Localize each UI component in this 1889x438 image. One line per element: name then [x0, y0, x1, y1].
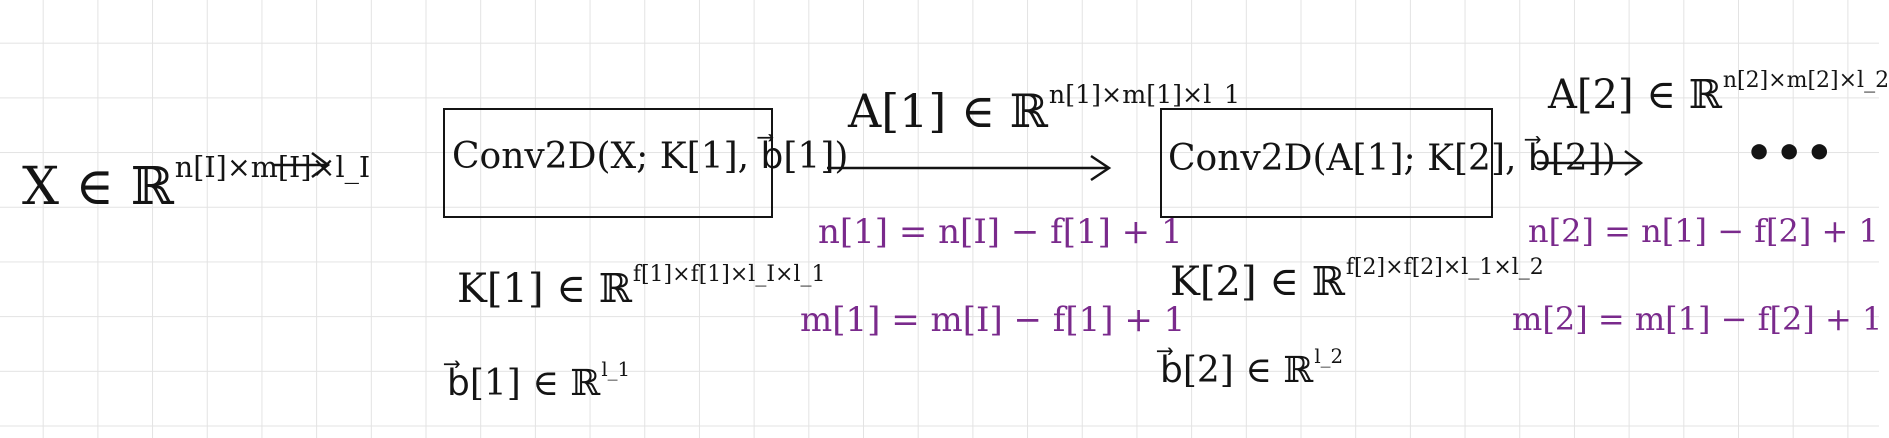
bias-2: b⃗[2] ∈ ℝl_2: [1160, 345, 1343, 391]
activation-2-base: A[2] ∈ ℝ: [1548, 71, 1722, 118]
bias-1-base: b⃗[1] ∈ ℝ: [447, 362, 601, 404]
arrow-to-layer2: [827, 154, 1112, 182]
activation-2: A[2] ∈ ℝn[2]×m[2]×l_2: [1548, 68, 1889, 118]
bias-1: b⃗[1] ∈ ℝl_1: [447, 358, 630, 404]
n1-equation: n[1] = n[I] − f[1] + 1: [818, 212, 1183, 252]
m1-equation: m[1] = m[I] − f[1] + 1: [800, 300, 1186, 340]
kernel-1-dims: f[1]×f[1]×l_I×l_1: [632, 262, 826, 287]
bias-2-base: b⃗[2] ∈ ℝ: [1160, 349, 1314, 391]
continuation-dots: •••: [1745, 128, 1836, 179]
arrow-to-next: [1537, 150, 1644, 176]
conv-layer-1-box: [443, 108, 773, 218]
activation-1: A[1] ∈ ℝn[1]×m[1]×l_1: [848, 80, 1240, 138]
activation-1-base: A[1] ∈ ℝ: [848, 84, 1048, 139]
conv-layer-2-label: Conv2D(A[1]; K[2], b⃗[2]): [1168, 138, 1616, 179]
arrow-to-layer1: [272, 152, 331, 178]
kernel-2-dims: f[2]×f[2]×l_1×l_2: [1345, 255, 1544, 280]
n2-equation: n[2] = n[1] − f[2] + 1: [1528, 212, 1879, 250]
kernel-2: K[2] ∈ ℝf[2]×f[2]×l_1×l_2: [1170, 255, 1544, 305]
m2-equation: m[2] = m[1] − f[2] + 1: [1512, 300, 1883, 338]
conv-layer-1-label: Conv2D(X; K[1], b⃗[1]): [452, 136, 849, 177]
input-tensor: X ∈ ℝn[I]×m[I]×l_I: [22, 150, 370, 217]
bias-2-dims: l_2: [1314, 345, 1344, 368]
input-base: X ∈ ℝ: [22, 157, 174, 218]
conv-layer-2-box: [1160, 108, 1493, 218]
kernel-2-base: K[2] ∈ ℝ: [1170, 258, 1345, 305]
input-dims: n[I]×m[I]×l_I: [174, 150, 371, 184]
activation-2-dims: n[2]×m[2]×l_2: [1722, 68, 1889, 93]
kernel-1-base: K[1] ∈ ℝ: [457, 265, 632, 312]
bias-1-dims: l_1: [601, 358, 631, 381]
activation-1-dims: n[1]×m[1]×l_1: [1048, 80, 1241, 109]
kernel-1: K[1] ∈ ℝf[1]×f[1]×l_I×l_1: [457, 262, 826, 312]
